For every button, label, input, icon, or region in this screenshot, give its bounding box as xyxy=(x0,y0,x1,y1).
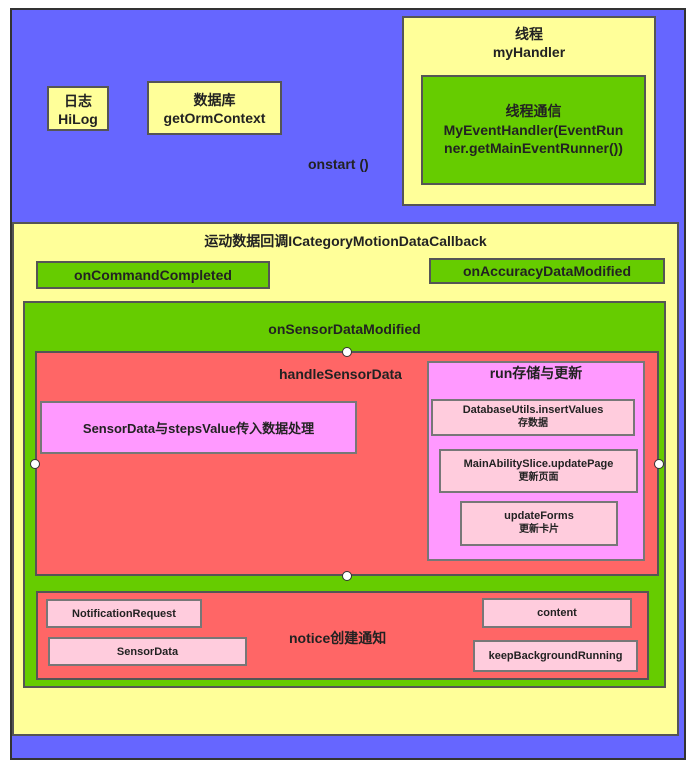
on-sensor-data-modified-title: onSensorDataModified xyxy=(268,321,421,337)
run-title: run存储与更新 xyxy=(489,365,583,381)
update-page-box: MainAbilitySlice.updatePage 更新页面 xyxy=(439,449,638,493)
bottom-resize-handle[interactable] xyxy=(342,571,352,581)
thread-inner-line2: MyEventHandler(EventRun xyxy=(443,121,624,138)
thread-inner-line3: ner.getMainEventRunner()) xyxy=(444,140,623,157)
handle-sensor-data-title: handleSensorData xyxy=(279,366,402,382)
on-accuracy-data-modified-box: onAccuracyDataModified xyxy=(429,258,665,284)
content-box: content xyxy=(482,598,632,628)
database-insert-line2: 存数据 xyxy=(518,418,548,430)
update-forms-line2: 更新卡片 xyxy=(519,524,559,536)
top-resize-handle[interactable] xyxy=(342,347,352,357)
notice-title: notice创建通知 xyxy=(289,630,387,646)
update-page-line1: MainAbilitySlice.updatePage xyxy=(463,457,614,470)
hilog-line1: 日志 xyxy=(64,92,92,109)
thread-header: 线程 myHandler xyxy=(404,24,654,60)
database-insert-line1: DatabaseUtils.insertValues xyxy=(462,404,604,417)
onstart-label: onstart () xyxy=(308,156,369,172)
database-line2: getOrmContext xyxy=(163,110,266,126)
update-forms-line1: updateForms xyxy=(504,510,574,523)
thread-communication-box: 线程通信 MyEventHandler(EventRun ner.getMain… xyxy=(421,75,646,185)
motion-callback-title: 运动数据回调ICategoryMotionDataCallback xyxy=(204,233,487,249)
thread-line2: myHandler xyxy=(492,44,566,60)
left-resize-handle[interactable] xyxy=(30,459,40,469)
notification-request-box: NotificationRequest xyxy=(46,599,202,628)
update-forms-box: updateForms 更新卡片 xyxy=(460,501,618,546)
on-command-completed-box: onCommandCompleted xyxy=(36,261,270,289)
database-line1: 数据库 xyxy=(193,92,236,108)
hilog-box: 日志 HiLog xyxy=(47,86,109,131)
right-resize-handle[interactable] xyxy=(654,459,664,469)
hilog-line2: HiLog xyxy=(58,110,98,127)
keep-background-running-box: keepBackgroundRunning xyxy=(473,640,638,672)
sensor-data-box: SensorData xyxy=(48,637,247,666)
database-insert-box: DatabaseUtils.insertValues 存数据 xyxy=(431,399,635,436)
thread-line1: 线程 xyxy=(515,26,543,42)
database-box: 数据库 getOrmContext xyxy=(147,81,282,135)
sensor-data-process-box: SensorData与stepsValue传入数据处理 xyxy=(40,401,357,454)
update-page-line2: 更新页面 xyxy=(518,471,559,483)
thread-inner-line1: 线程通信 xyxy=(505,102,562,119)
